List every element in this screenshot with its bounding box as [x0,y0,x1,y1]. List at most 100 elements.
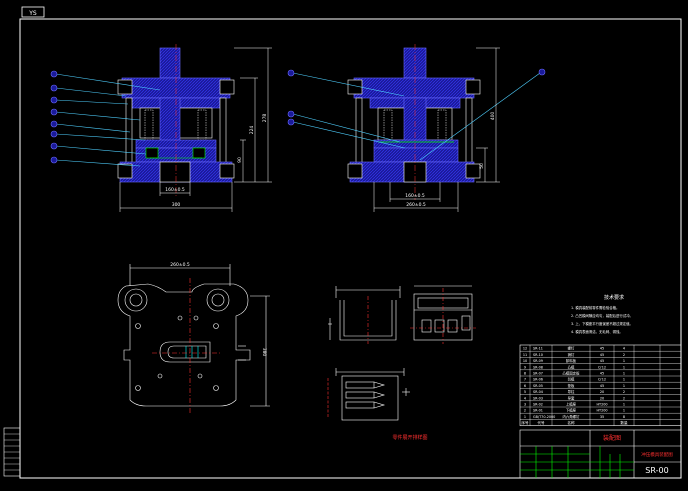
bom-cell-mat: 45 [600,353,604,357]
tech-requirements: 技术要求 1. 模具装配前零件需检验合格。 2. 凸凹模间隙应均匀，装配后进行试… [571,294,633,334]
bom-cell-code: SR-09 [533,359,543,363]
bom-cell-code: SR-10 [533,353,543,357]
bom-cell-name: 导柱 [568,389,575,394]
bom-row-no: 5 [524,390,526,394]
part-view-label: 零件展开排样图 [392,434,427,441]
bom-cell-mat: Cr12 [598,378,606,382]
bom-cell-qty: 1 [623,403,625,407]
tech-req-line-2: 2. 凸凹模间隙应均匀，装配后进行试冲。 [571,313,633,318]
tech-requirements-title: 技术要求 [604,294,624,301]
tech-req-line-4: 4. 模具表面清洁，无毛刺、锈蚀。 [571,329,623,334]
bom-row-no: 8 [524,372,526,376]
front-view-leaders [55,73,161,167]
dim-front-height-mid: 224 [249,126,255,135]
bom-cell-qty: 2 [623,353,625,357]
title-block-subtitle: 冲压模具装配图 [641,451,673,458]
bom-cell-name: 凸模 [568,364,575,369]
bom-cell-qty: 1 [623,409,625,413]
dim-side-width-mid: 160±0.5 [405,193,425,199]
bom-cell-mat: 45 [600,372,604,376]
dim-plan-width: 260±0.5 [170,262,190,268]
bom-cell-name: 凸模固定板 [563,371,581,376]
bom-header-qty: 数量 [620,420,628,425]
side-section-view [347,44,481,200]
bom-cell-qty: 1 [623,384,625,388]
bom-header-no: 序号 [521,420,529,425]
bom-cell-code: SR-11 [533,347,543,351]
front-view-balloons [50,70,58,164]
side-view-balloons [287,68,546,126]
viewport-tab-label: YS [28,10,37,17]
bom-cell-mat: Cr12 [598,365,606,369]
bom-row-no: 7 [524,378,526,382]
title-block [519,429,682,479]
tech-req-line-3: 3. 上、下模座平行度误差不超过规定值。 [571,321,633,326]
sheet-border [19,18,682,479]
bom-cell-name: 上模座 [566,402,577,407]
bom-cell-mat: 45 [600,347,604,351]
bom-row-no: 6 [524,384,526,388]
dim-front-height-small: 90 [237,157,243,163]
dim-side-height-total: 400 [490,112,496,121]
bom-row-no: 3 [524,403,526,407]
bom-header-name: 名称 [567,420,575,425]
side-view-dimensions [373,47,500,212]
bom-cell-code: SR-04 [533,390,543,394]
bom-cell-mat: 35 [600,415,604,419]
bom-cell-mat: 20 [600,396,604,400]
bom-row-no: 1 [524,415,526,419]
bom-cell-mat: 45 [600,359,604,363]
bom-cell-qty: 1 [623,365,625,369]
bom-cell-qty: 1 [623,378,625,382]
bom-cell-code: SR-07 [533,372,543,376]
bom-cell-name: 下模座 [566,408,577,413]
bom-cell-code: SR-01 [533,409,543,413]
bom-cell-name: 卸料板 [566,358,577,363]
bom-row-no: 10 [523,359,527,363]
bom-cell-code: SR-08 [533,365,543,369]
bom-cell-name: 螺钉 [568,346,575,351]
dim-side-width-inner: 260±0.5 [406,202,426,208]
bom-cell-qty: 1 [623,359,625,363]
bom-cell-code: SR-06 [533,378,543,382]
title-block-drawing-no: SR-00 [645,466,668,475]
dim-front-height-total: 278 [262,114,268,123]
bom-cell-qty: 1 [623,372,625,376]
bom-cell-code: SR-02 [533,403,543,407]
dim-plan-height: 380 [261,348,267,357]
bom-cell-qty: 4 [623,347,625,351]
bom-row-no: 11 [523,353,527,357]
bom-cell-mat: HT200 [596,403,607,407]
viewport-tab[interactable]: YS [21,6,45,18]
bom-row-no: 4 [524,396,526,400]
bom-cell-qty: 2 [623,390,625,394]
part-end-view [410,285,476,344]
dim-side-height-small: 50 [479,163,485,169]
tech-req-line-1: 1. 模具装配前零件需检验合格。 [571,305,619,310]
bom-row-no: 12 [523,347,527,351]
bom-row-no: 2 [524,409,526,413]
bom-cell-mat: 20 [600,390,604,394]
part-strip-layout [327,368,410,421]
bom-cell-name: 销钉 [568,352,575,357]
bom-cell-code: SR-03 [533,396,543,400]
bom-cell-name: 垫板 [568,383,575,388]
front-section-view [117,44,235,196]
bom-cell-name: 内六角螺钉 [563,414,581,419]
bom-cell-name: 凹模 [568,377,575,382]
dim-front-width-lower: 300 [172,202,181,208]
bom-cell-mat: 45 [600,384,604,388]
bom-header-code: 代号 [537,420,545,425]
bom-cell-code: SR-05 [533,384,543,388]
title-block-drawing-title: 装配图 [603,434,621,442]
bom-cell-qty: 8 [623,415,625,419]
plan-view [117,264,270,414]
side-view-leaders [292,72,541,161]
bom-cell-name: 导套 [568,395,575,400]
bom-cell-mat: HT200 [596,409,607,413]
bom-cell-qty: 2 [623,396,625,400]
front-view-dimensions [119,47,272,212]
bom-row-no: 9 [524,365,526,369]
